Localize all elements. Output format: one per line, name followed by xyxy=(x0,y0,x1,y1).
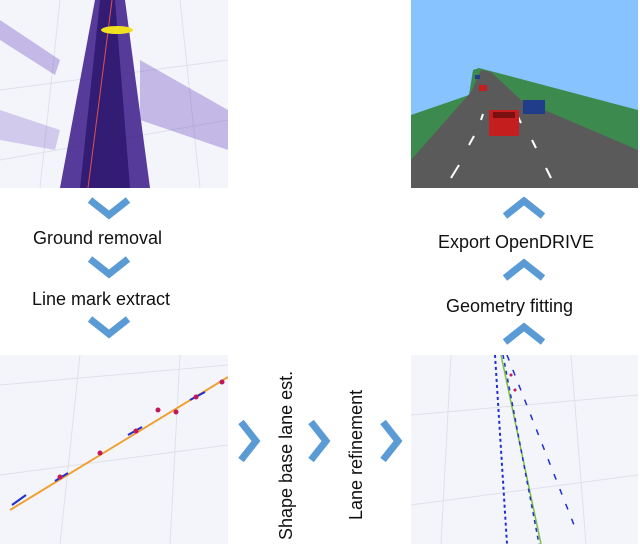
line-marks-panel xyxy=(0,355,228,544)
step-line-mark-extract: Line mark extract xyxy=(32,289,171,309)
chevron-down-icon xyxy=(88,197,130,220)
opendrive-scene-panel xyxy=(411,0,638,188)
chevron-right-icon xyxy=(238,420,261,462)
chevron-down-icon xyxy=(88,256,130,279)
chevron-up-icon xyxy=(503,196,545,219)
chevron-right-icon xyxy=(308,420,331,462)
chevron-up-icon xyxy=(503,322,545,345)
step-ground-removal: Ground removal xyxy=(33,228,163,248)
chevron-right-icon xyxy=(380,420,403,462)
refined-lanes-image xyxy=(411,355,638,544)
step-export-opendrive: Export OpenDRIVE xyxy=(438,232,595,252)
step-geometry-fitting: Geometry fitting xyxy=(446,296,574,316)
point-cloud-image xyxy=(0,0,228,188)
step-shape-base-lane-est: Shape base lane est. xyxy=(276,370,296,540)
line-marks-image xyxy=(0,355,228,544)
point-cloud-panel xyxy=(0,0,228,188)
opendrive-scene-image xyxy=(411,0,638,188)
refined-lanes-panel xyxy=(411,355,638,544)
chevron-up-icon xyxy=(503,258,545,281)
chevron-down-icon xyxy=(88,316,130,339)
step-lane-refinement: Lane refinement xyxy=(346,389,366,520)
